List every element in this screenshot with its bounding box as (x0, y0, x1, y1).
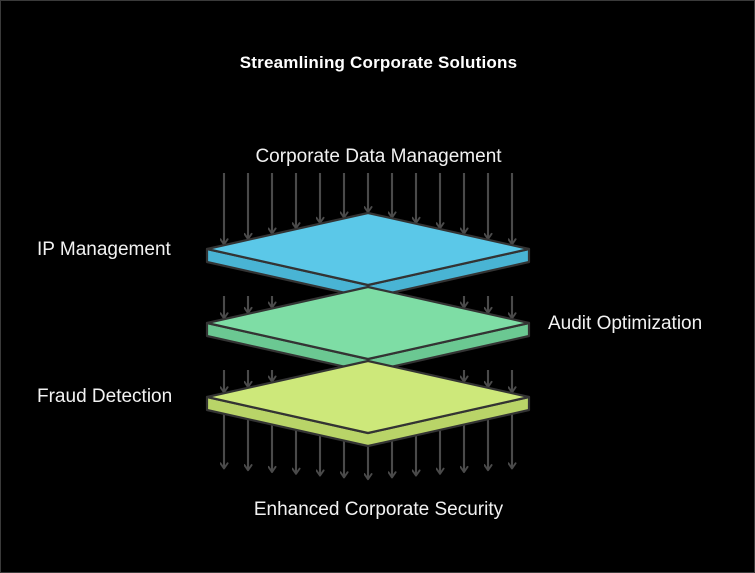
layer-label-ip-management: IP Management (37, 239, 171, 260)
layer-label-audit-optimization: Audit Optimization (548, 313, 703, 334)
layer-slab-face-3 (205, 359, 531, 435)
layer-slab-face-1 (205, 211, 531, 287)
layer-slabs-group (205, 211, 531, 448)
input-label: Corporate Data Management (255, 146, 502, 167)
layer-slab-2 (205, 285, 531, 374)
output-label: Enhanced Corporate Security (253, 499, 504, 520)
page-title: Streamlining Corporate Solutions (239, 53, 518, 72)
layer-label-fraud-detection: Fraud Detection (37, 386, 173, 407)
layer-slab-3 (205, 359, 531, 448)
layer-slab-face-2 (205, 285, 531, 361)
layer-slab-1 (205, 211, 531, 300)
flow-arrows-group (224, 173, 512, 479)
